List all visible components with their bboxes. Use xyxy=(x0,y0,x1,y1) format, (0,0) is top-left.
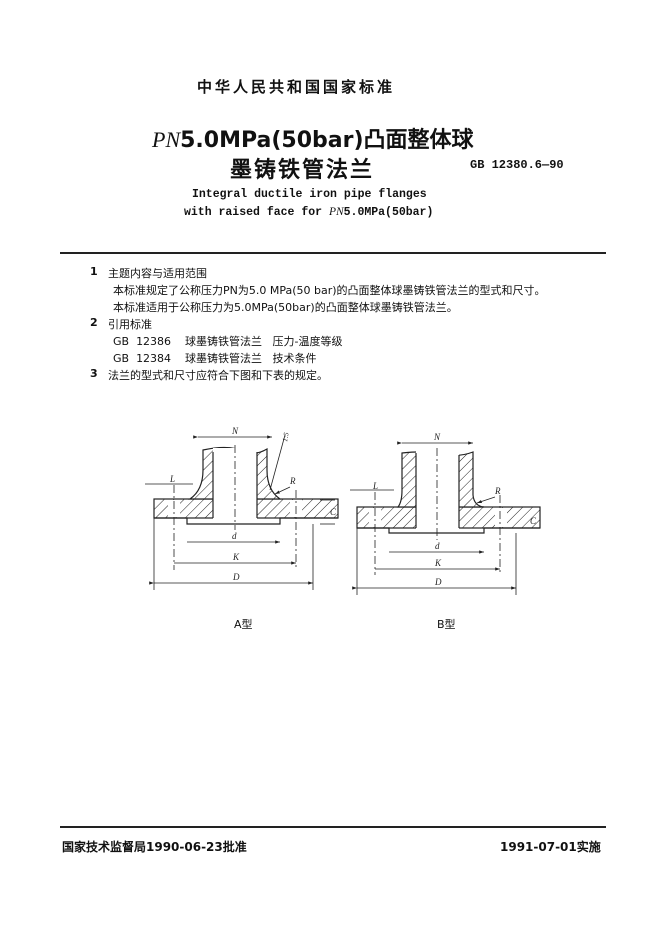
flange-type-a xyxy=(145,434,339,590)
title-en-line1: Integral ductile iron pipe flanges xyxy=(192,188,427,201)
section-number: 3 xyxy=(90,367,98,380)
dimension-labels: N 1:5 L R C d K D N L R C d K D xyxy=(169,426,537,587)
title-cn-line1: PN5.0MPa(50bar)凸面整体球 xyxy=(152,122,474,154)
caption-type-a: A型 xyxy=(234,618,253,631)
label-l-a: L xyxy=(169,474,175,484)
title-cn-line1-text: 5.0MPa(50bar)凸面整体球 xyxy=(180,128,474,153)
label-taper-a: 1:5 xyxy=(281,431,291,442)
paragraph: 本标准规定了公称压力PN为5.0 MPa(50 bar)的凸面整体球墨铸铁管法兰… xyxy=(113,284,546,297)
section-number: 2 xyxy=(90,316,98,329)
title-en-line2: with raised face for PN5.0MPa(50bar) xyxy=(184,206,433,219)
en-pn: PN xyxy=(328,206,344,218)
label-r-a: R xyxy=(289,476,296,486)
title-cn-line2: 墨铸铁管法兰 xyxy=(230,158,375,183)
caption-type-b: B型 xyxy=(437,618,456,631)
section-heading: 主题内容与适用范围 xyxy=(108,267,207,280)
en-suffix: 5.0MPa(50bar) xyxy=(343,206,434,219)
section-heading: 引用标准 xyxy=(108,318,152,331)
label-c-b: C xyxy=(530,516,537,526)
label-dd-b: D xyxy=(434,577,442,587)
label-c-a: C xyxy=(330,507,337,517)
header-rule xyxy=(60,252,606,254)
issuing-org: 中华人民共和国国家标准 xyxy=(197,78,396,96)
reference-item: GB 12386 球墨铸铁管法兰 压力-温度等级 xyxy=(113,335,343,348)
flange-type-b xyxy=(350,441,541,595)
effective-date: 1991-07-01实施 xyxy=(500,840,601,854)
label-n-a: N xyxy=(231,426,239,436)
label-k-a: K xyxy=(232,552,240,562)
approval-date: 国家技术监督局1990-06-23批准 xyxy=(62,840,247,854)
label-k-b: K xyxy=(434,558,442,568)
reference-item: GB 12384 球墨铸铁管法兰 技术条件 xyxy=(113,352,317,365)
label-d-b: d xyxy=(435,541,440,551)
label-l-b: L xyxy=(372,481,378,491)
footer-rule xyxy=(60,826,606,828)
standard-number: GB 12380.6—90 xyxy=(470,158,564,172)
label-r-b: R xyxy=(494,486,501,496)
paragraph: 本标准适用于公称压力为5.0MPa(50bar)的凸面整体球墨铸铁管法兰。 xyxy=(113,301,458,314)
section-number: 1 xyxy=(90,265,98,278)
pn-italic: PN xyxy=(152,127,181,152)
label-n-b: N xyxy=(433,432,441,442)
label-dd-a: D xyxy=(232,572,240,582)
en-prefix: with raised face for xyxy=(184,206,329,219)
section-heading: 法兰的型式和尺寸应符合下图和下表的规定。 xyxy=(108,369,328,382)
label-d-a: d xyxy=(232,531,237,541)
